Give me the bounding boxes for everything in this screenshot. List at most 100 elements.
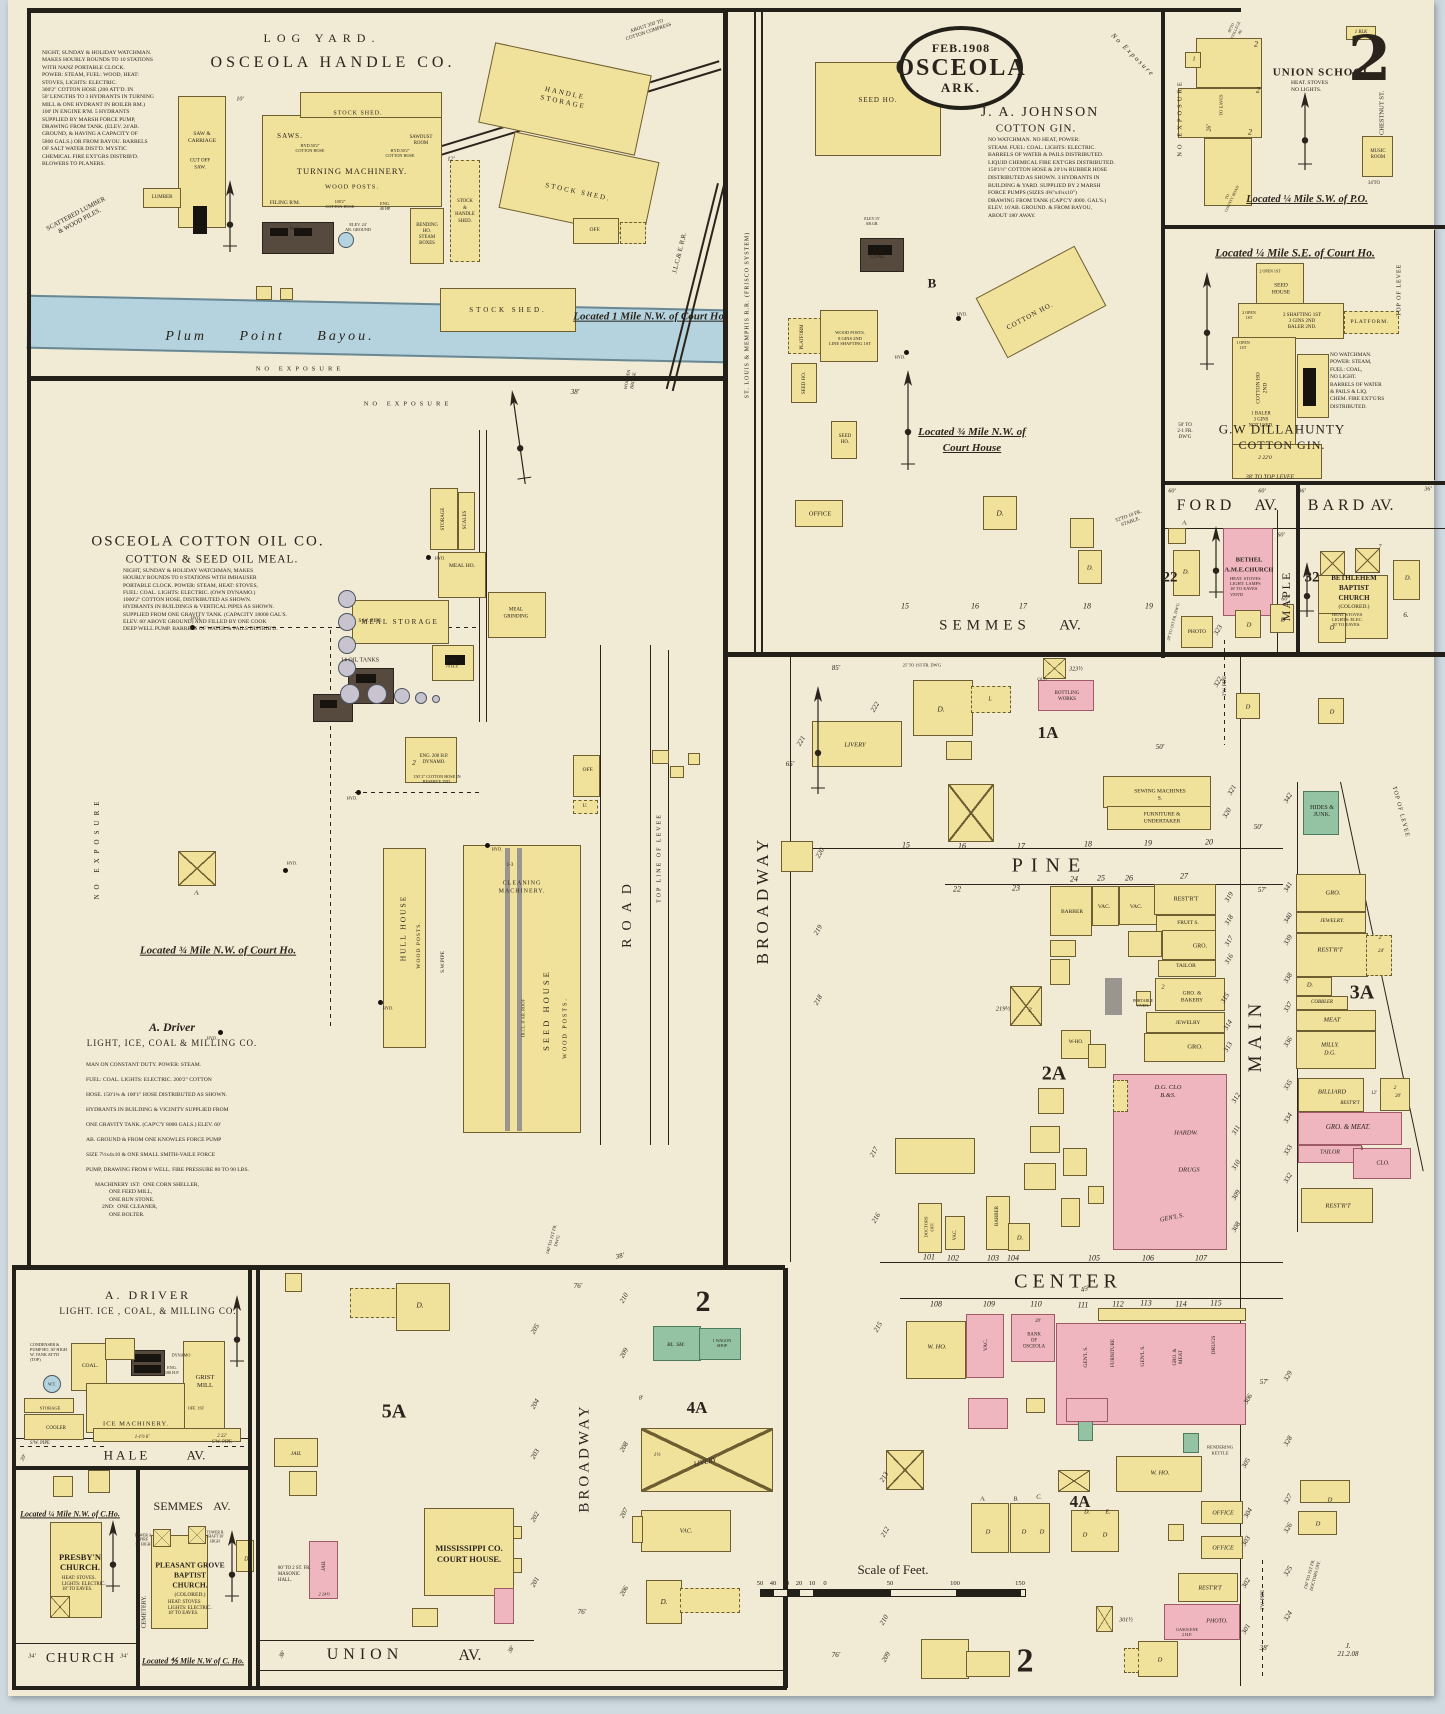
panel-border <box>27 8 31 1269</box>
jail-building <box>274 1438 318 1467</box>
map-line <box>790 657 791 1262</box>
building <box>430 488 458 550</box>
building <box>488 592 546 638</box>
map-label: PLATFORM <box>800 324 806 350</box>
building <box>24 1414 84 1440</box>
map-label: BARBER <box>995 1205 1001 1227</box>
map-label: LIGHT. ICE , COAL, & MILLING CO. <box>59 1305 237 1316</box>
building <box>88 1470 110 1493</box>
map-label: NO EXPOSURE <box>255 365 345 373</box>
map-label: SEED HOUSE <box>541 969 552 1051</box>
map-label: D. <box>660 1597 668 1606</box>
building <box>458 492 475 550</box>
map-label: VAC. <box>679 1528 693 1535</box>
map-label: 34' <box>120 1653 128 1660</box>
building <box>966 1314 1004 1378</box>
ice-machinery-building <box>86 1383 185 1433</box>
note-located-pleasant-grove: Located ⅘ Mile N.W of C. Ho. <box>141 1656 245 1666</box>
note-located-oil-co: Located ¾ Mile N.W. of Court Ho. <box>139 944 297 957</box>
building <box>1010 986 1042 1026</box>
title-bethlehem-baptist-church: BETHLEHEM <box>1331 573 1377 582</box>
building <box>918 1203 942 1253</box>
building <box>300 92 442 118</box>
pleasant-grove-baptist-church-building <box>151 1535 208 1629</box>
building <box>573 218 619 244</box>
map-label: 12' <box>447 156 455 163</box>
map-label: GRO. & MEAT <box>1173 1348 1184 1366</box>
map-label: JAIL <box>320 1560 327 1572</box>
building <box>1181 616 1213 648</box>
building <box>1296 933 1368 977</box>
map-label: 1-3 <box>506 863 514 869</box>
water-pipe <box>208 1446 248 1448</box>
map-label: COOLER <box>46 1426 66 1432</box>
building <box>1296 1031 1376 1069</box>
building <box>945 1216 965 1250</box>
map-date: FEB.1908 <box>931 40 991 55</box>
map-label: GEN'L S. <box>1139 1345 1146 1367</box>
label-log-yard: LOG YARD. <box>263 31 381 46</box>
building <box>1103 776 1211 808</box>
map-label: DRUGS <box>1178 1166 1200 1174</box>
map-label: AV. <box>186 1447 206 1463</box>
building <box>320 700 337 708</box>
map-label: JEWELRY <box>1175 1019 1201 1026</box>
label-plum-point-bayou: Plum Point Bayou. <box>165 328 375 344</box>
map-label: CLO. <box>1376 1160 1390 1167</box>
map-label: ELEV.15' AB.GR. <box>864 216 880 226</box>
map-label: PHOTO <box>1187 628 1207 635</box>
map-label: 18 <box>1083 601 1091 611</box>
scale-tick: 100 <box>950 1580 960 1587</box>
street-label-center: CENTER <box>1014 1270 1122 1293</box>
building <box>24 1398 74 1413</box>
map-label: FRUIT S. <box>1177 919 1199 926</box>
map-label: D. <box>1084 1509 1090 1516</box>
map-label: 2 <box>1360 1147 1364 1153</box>
building <box>1296 996 1348 1010</box>
building <box>1173 550 1200 596</box>
building <box>1078 1421 1093 1441</box>
panel-border <box>727 652 1445 657</box>
map-label: 3'W. PIPE <box>1261 1589 1267 1611</box>
road-edge <box>650 645 651 1145</box>
map-label: HYD. <box>434 555 446 561</box>
map-label: GRO. <box>1187 1043 1203 1051</box>
building <box>1008 1223 1030 1251</box>
building <box>1116 1456 1202 1492</box>
hydrant-dot <box>355 789 361 795</box>
map-label: SEED HO. <box>858 95 898 104</box>
map-label: AV. <box>1370 496 1394 514</box>
map-label: 60' <box>1168 488 1176 495</box>
map-label: PORTABLE OVEN. <box>1132 998 1154 1008</box>
map-label: 12' <box>1371 1091 1377 1097</box>
map-label: 25 <box>1097 873 1105 883</box>
note-johnson-description: NO WATCHMAN. NO HEAT, POWER: STEAM. FUEL… <box>988 137 1115 219</box>
map-label: MEAL GRINDING <box>503 607 529 620</box>
map-label: D <box>1329 708 1335 716</box>
block-label-1a: 1A <box>1037 723 1059 743</box>
map-label: D. <box>244 1556 250 1563</box>
building <box>438 552 486 598</box>
map-label: 7 <box>1378 544 1382 551</box>
building <box>795 500 843 527</box>
music-room-building <box>1362 136 1393 177</box>
note-driver-description: MAN ON CONSTANT DUTY. POWER: STEAM. FUEL… <box>86 1062 249 1173</box>
map-label: 26' <box>1206 124 1213 132</box>
map-label: SEWING MACHINES S. <box>1134 788 1186 802</box>
building <box>356 674 376 683</box>
map-label: 10' <box>236 96 244 103</box>
building <box>193 206 207 234</box>
building <box>93 1428 241 1442</box>
map-label: CUT OFF SAW. <box>189 158 211 171</box>
map-label: OFFICE <box>808 510 832 518</box>
map-label: WOOD POSTS. <box>415 921 422 969</box>
map-label: W. HO. <box>1150 1469 1170 1477</box>
railroad-track <box>754 10 756 654</box>
water-pipe <box>1224 640 1226 745</box>
map-label: 8' <box>638 1395 644 1402</box>
map-label: D <box>1021 1528 1027 1536</box>
map-label: 20 <box>1205 837 1213 847</box>
map-label: GEN'L S. <box>1082 1346 1089 1368</box>
map-label: 1½ <box>653 1451 661 1458</box>
map-state-name: ARK. <box>940 79 982 95</box>
